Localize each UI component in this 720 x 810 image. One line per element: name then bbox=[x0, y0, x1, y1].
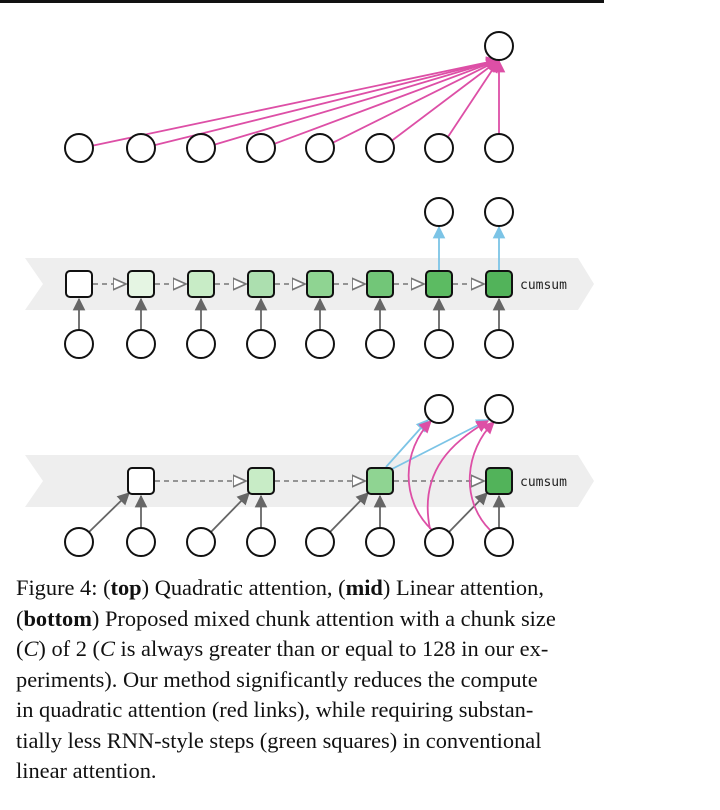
top-output-node bbox=[484, 31, 514, 61]
mid-input-node bbox=[64, 329, 94, 359]
caption-top-keyword: top bbox=[110, 575, 142, 600]
mid-state-square bbox=[485, 270, 513, 298]
mid-output-node bbox=[424, 197, 454, 227]
top-input-node bbox=[484, 133, 514, 163]
bottom-input-node bbox=[126, 527, 156, 557]
mid-input-node bbox=[424, 329, 454, 359]
mid-state-square bbox=[306, 270, 334, 298]
bottom-output-link bbox=[391, 419, 490, 470]
mid-band-label: cumsum bbox=[520, 278, 567, 293]
mid-input-node bbox=[365, 329, 395, 359]
top-input-node bbox=[305, 133, 335, 163]
top-rule bbox=[0, 0, 604, 3]
bottom-input-link bbox=[210, 492, 250, 533]
bottom-band-label: cumsum bbox=[520, 475, 567, 490]
top-input-node bbox=[64, 133, 94, 163]
quadratic-link bbox=[92, 56, 500, 147]
caption-line-4: periments). Our method significantly red… bbox=[16, 666, 538, 692]
mid-state-square bbox=[187, 270, 215, 298]
caption-line-2: (bottom) Proposed mixed chunk attention … bbox=[16, 605, 556, 631]
bottom-input-link bbox=[448, 492, 488, 533]
bottom-state-square bbox=[366, 467, 394, 495]
top-input-node bbox=[126, 133, 156, 163]
top-input-node bbox=[365, 133, 395, 163]
quadratic-link bbox=[214, 57, 500, 146]
bottom-output-node bbox=[424, 394, 454, 424]
bottom-state-square bbox=[485, 467, 513, 495]
mid-state-square bbox=[247, 270, 275, 298]
mid-input-node bbox=[305, 329, 335, 359]
bottom-input-node bbox=[365, 527, 395, 557]
mid-input-node bbox=[186, 329, 216, 359]
mid-input-node bbox=[484, 329, 514, 359]
mid-state-square bbox=[127, 270, 155, 298]
quadratic-link bbox=[447, 59, 500, 138]
quadratic-link bbox=[274, 58, 500, 145]
bottom-input-node bbox=[186, 527, 216, 557]
bottom-input-node bbox=[424, 527, 454, 557]
caption-line-6: tially less RNN-style steps (green squar… bbox=[16, 727, 542, 753]
quadratic-link bbox=[332, 59, 500, 144]
bottom-input-node bbox=[484, 527, 514, 557]
bottom-input-node bbox=[64, 527, 94, 557]
caption-line-1: Figure 4: (top) Quadratic attention, (mi… bbox=[16, 575, 544, 600]
caption-bottom-keyword: bottom bbox=[23, 605, 92, 631]
top-input-node bbox=[246, 133, 276, 163]
chunk-quadratic-link bbox=[407, 420, 433, 531]
bottom-band bbox=[25, 455, 594, 507]
quadratic-link bbox=[154, 56, 500, 147]
mid-state-square bbox=[425, 270, 453, 298]
bottom-input-node bbox=[246, 527, 276, 557]
chunk-quadratic-link bbox=[426, 420, 490, 530]
top-input-node bbox=[424, 133, 454, 163]
caption-line-3: (C) of 2 (C is always greater than or eq… bbox=[16, 636, 549, 661]
top-input-node bbox=[186, 133, 216, 163]
figure-caption: Figure 4: (top) Quadratic attention, (mi… bbox=[16, 573, 616, 787]
quadratic-link bbox=[391, 59, 500, 142]
caption-line-7: linear attention. bbox=[16, 758, 157, 783]
bottom-state-square bbox=[127, 467, 155, 495]
mid-output-node bbox=[484, 197, 514, 227]
bottom-input-link bbox=[88, 492, 130, 533]
caption-line-5: in quadratic attention (red links), whil… bbox=[16, 697, 534, 722]
bottom-input-node bbox=[305, 527, 335, 557]
bottom-input-link bbox=[329, 492, 369, 533]
mid-input-node bbox=[246, 329, 276, 359]
mid-state-square bbox=[366, 270, 394, 298]
mid-input-node bbox=[126, 329, 156, 359]
caption-mid-keyword: mid bbox=[345, 575, 383, 600]
attention-diagram: cumsum cumsum bbox=[25, 31, 594, 557]
bottom-state-square bbox=[247, 467, 275, 495]
mid-state-square bbox=[65, 270, 93, 298]
bottom-output-node bbox=[484, 394, 514, 424]
chunk-quadratic-link bbox=[468, 421, 495, 531]
